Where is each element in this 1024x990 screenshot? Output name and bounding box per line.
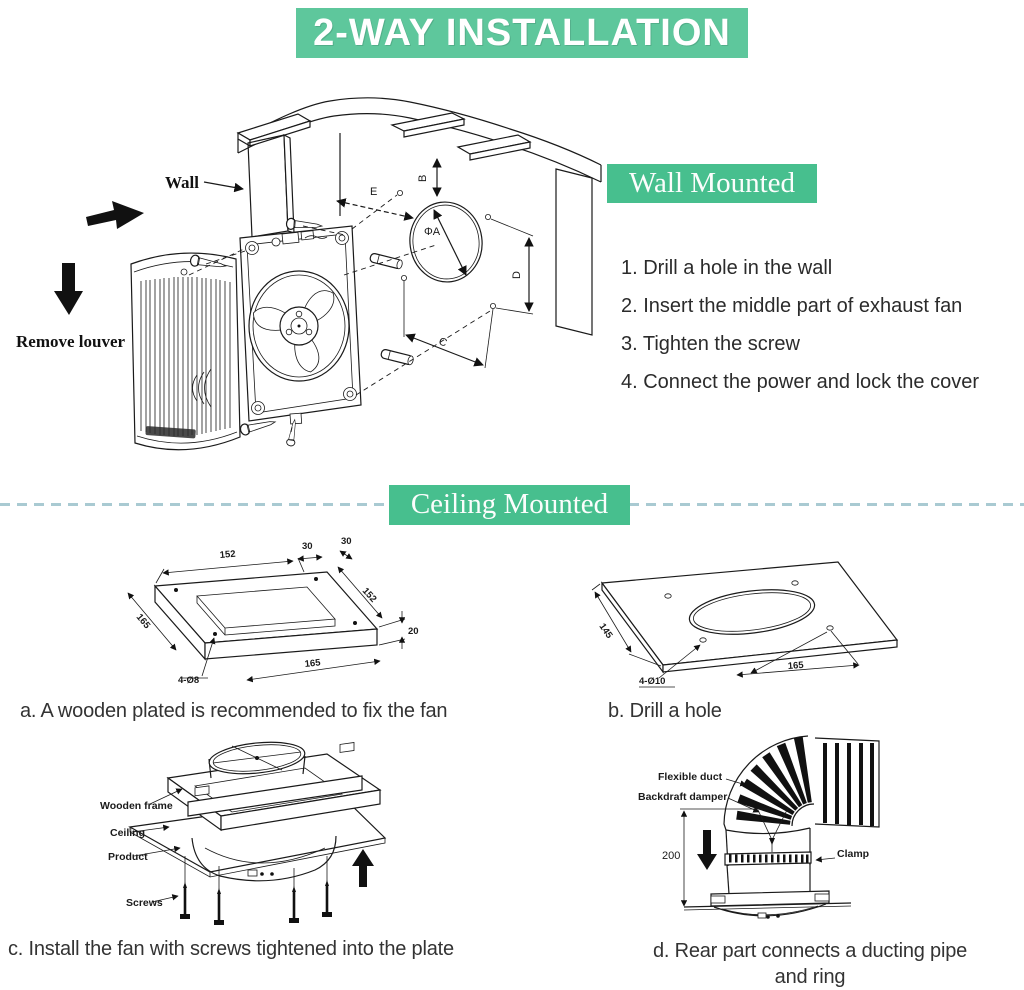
ceiling-mounted-header: Ceiling Mounted xyxy=(389,485,630,525)
push-up-arrow xyxy=(352,849,374,887)
insert-direction-arrow xyxy=(86,201,144,229)
label-ceiling: Ceiling xyxy=(110,827,145,839)
wooden-frame xyxy=(153,571,379,661)
hole-dimensions: ΦA E B D C xyxy=(336,158,534,396)
mounting-screws xyxy=(188,217,346,447)
duct-collar xyxy=(208,741,306,779)
wall-step-4: 4. Connect the power and lock the cover xyxy=(621,371,979,393)
dim-b: B xyxy=(417,175,429,182)
wall-step-3: 3. Tighten the screw xyxy=(621,333,800,355)
wall-anchor xyxy=(369,253,403,270)
caption-b: b. Drill a hole xyxy=(608,700,722,722)
label-flexible-duct: Flexible duct xyxy=(658,771,723,783)
wall-label-arrow xyxy=(203,181,244,193)
remove-direction-arrow xyxy=(54,263,83,315)
duct-connector xyxy=(724,807,812,895)
screw xyxy=(289,886,299,923)
part-labels: Flexible duct Backdraft damper Clamp 200 xyxy=(638,771,869,907)
ceiling-install-diagram: Wooden frame Ceiling Product Screws xyxy=(100,741,387,925)
screw xyxy=(214,888,224,925)
part-labels: Wooden frame Ceiling Product Screws xyxy=(100,788,183,909)
label-clamp: Clamp xyxy=(837,848,869,860)
caption-a: a. A wooden plated is recommended to fix… xyxy=(20,700,448,722)
fan-product xyxy=(191,835,337,882)
backdraft-damper xyxy=(757,807,789,852)
dim-d-height: 200 xyxy=(662,850,680,862)
airflow-down-arrow xyxy=(697,830,717,870)
dim-a-top-small-2: 30 xyxy=(341,536,352,547)
caption-d: d. Rear part connects a ducting pipe and… xyxy=(600,938,1020,990)
clamp-band xyxy=(729,854,809,863)
page-title: 2-WAY INSTALLATION xyxy=(296,8,748,58)
ducting-diagram: Flexible duct Backdraft damper Clamp 200 xyxy=(638,735,880,919)
label-backdraft-damper: Backdraft damper xyxy=(638,791,727,803)
dim-a-left: 165 xyxy=(134,612,153,632)
dim-a-bottom: 165 xyxy=(304,657,322,670)
louver-panel xyxy=(130,252,241,451)
caption-d-line2: and ring xyxy=(774,966,846,988)
drilled-plate-diagram: 145 165 4-Ø10 xyxy=(591,561,899,688)
frame-dimensions: 152 30 30 152 165 165 20 4-Ø8 xyxy=(127,536,419,686)
dim-a-holes: 4-Ø8 xyxy=(178,675,199,686)
wall-installation-diagram: Wall Remove louver xyxy=(16,97,602,451)
brand-logo-mark xyxy=(145,426,196,439)
dim-a-top: 152 xyxy=(219,549,236,561)
screw xyxy=(180,882,190,919)
dim-b-left: 145 xyxy=(597,621,616,641)
wooden-frame xyxy=(166,742,382,832)
ceiling-fan-unit xyxy=(683,890,852,919)
wall-label: Wall xyxy=(165,173,199,192)
wall-mounted-header: Wall Mounted xyxy=(607,164,817,203)
fixing-screws xyxy=(180,856,332,925)
dim-d: D xyxy=(511,271,523,279)
dim-e: E xyxy=(370,186,377,198)
remove-louver-label: Remove louver xyxy=(16,332,126,351)
dim-hole-diameter: ΦA xyxy=(424,226,441,238)
label-wooden-frame: Wooden frame xyxy=(100,800,173,812)
dim-a-thickness: 20 xyxy=(408,626,419,637)
ceiling-plate xyxy=(600,561,899,674)
screw xyxy=(322,880,332,917)
label-product: Product xyxy=(108,851,148,863)
dim-c: C xyxy=(437,336,449,350)
caption-c: c. Install the fan with screws tightened… xyxy=(8,938,454,960)
flexible-duct xyxy=(723,735,880,831)
wooden-frame-diagram: 152 30 30 152 165 165 20 4-Ø8 xyxy=(127,536,419,686)
terminal-box xyxy=(271,230,328,247)
label-screws: Screws xyxy=(126,897,163,909)
caption-d-line1: d. Rear part connects a ducting pipe xyxy=(652,940,968,962)
fan-body xyxy=(239,225,362,425)
dim-a-right: 152 xyxy=(360,586,379,605)
dim-a-top-small-1: 30 xyxy=(302,541,313,552)
wall-step-2: 2. Insert the middle part of exhaust fan xyxy=(621,295,963,317)
wall-anchor xyxy=(380,349,414,366)
dim-b-bottom: 165 xyxy=(787,660,804,672)
dim-b-holes: 4-Ø10 xyxy=(639,676,665,687)
wall-steps: 1. Drill a hole in the wall 2. Insert th… xyxy=(621,249,1021,401)
wall-step-1: 1. Drill a hole in the wall xyxy=(621,257,833,279)
